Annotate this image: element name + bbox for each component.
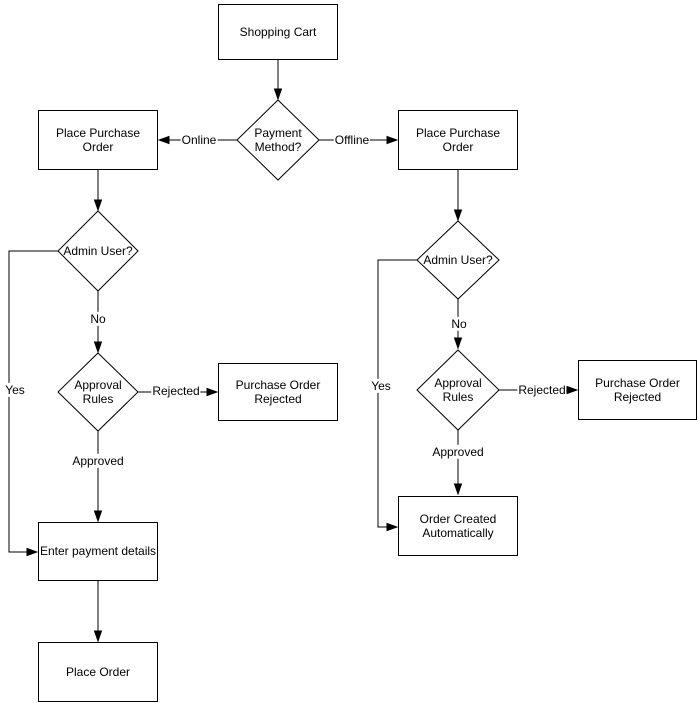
node-shopping-cart: Shopping Cart (218, 4, 338, 60)
edge-label-no-online-branch: No (89, 311, 107, 327)
node-label: Place Order (65, 664, 131, 679)
node-label: Shopping Cart (239, 24, 317, 39)
edge-admin-user-offline-to-order-created-automatically (377, 259, 417, 527)
edge-label-approved-offline-branch: Approved (431, 444, 485, 460)
edge-label-yes-offline-branch: Yes (370, 378, 392, 394)
decision-payment-method-shape (236, 99, 320, 181)
node-label: Purchase Order Rejected (595, 375, 680, 404)
node-order-created-automatically: Order Created Automatically (398, 496, 518, 556)
decision-approval-rules-online-label: Approval Rules (74, 377, 122, 406)
edge-label-no-offline-branch: No (450, 316, 468, 332)
node-purchase-order-rejected-offline: Purchase Order Rejected (578, 360, 697, 420)
node-label: Purchase Order Rejected (235, 377, 321, 406)
node-label: Place Purchase Order (55, 125, 141, 154)
edge-label-online: Online (180, 132, 218, 148)
decision-approval-rules-offline-shape (416, 349, 500, 431)
node-place-purchase-order-offline: Place Purchase Order (398, 110, 518, 170)
decision-admin-user-online-shape (57, 210, 139, 292)
decision-approval-rules-offline-label: Approval Rules (434, 375, 482, 404)
decision-payment-method-label: Payment Method? (254, 125, 302, 154)
edge-label-rejected-offline-branch: Rejected (517, 382, 567, 398)
node-label: Enter payment details (39, 544, 157, 559)
node-label: Place Purchase Order (415, 125, 501, 154)
node-enter-payment-details: Enter payment details (38, 522, 158, 581)
edge-label-approved-online-branch: Approved (71, 453, 125, 469)
node-label: Order Created Automatically (419, 511, 497, 540)
node-place-purchase-order-online: Place Purchase Order (38, 110, 158, 170)
edge-label-rejected-online-branch: Rejected (151, 383, 201, 399)
edge-admin-user-online-to-enter-payment-details (8, 250, 58, 552)
node-place-order: Place Order (38, 642, 158, 702)
decision-approval-rules-online-shape (57, 352, 139, 432)
edge-label-offline: Offline (333, 132, 371, 148)
decision-admin-user-offline-label: Admin User? (423, 252, 493, 267)
node-purchase-order-rejected-online: Purchase Order Rejected (218, 363, 338, 421)
decision-admin-user-offline-shape (416, 220, 500, 300)
edge-label-yes-online-branch: Yes (4, 382, 26, 398)
decision-admin-user-online-label: Admin User? (63, 243, 133, 258)
